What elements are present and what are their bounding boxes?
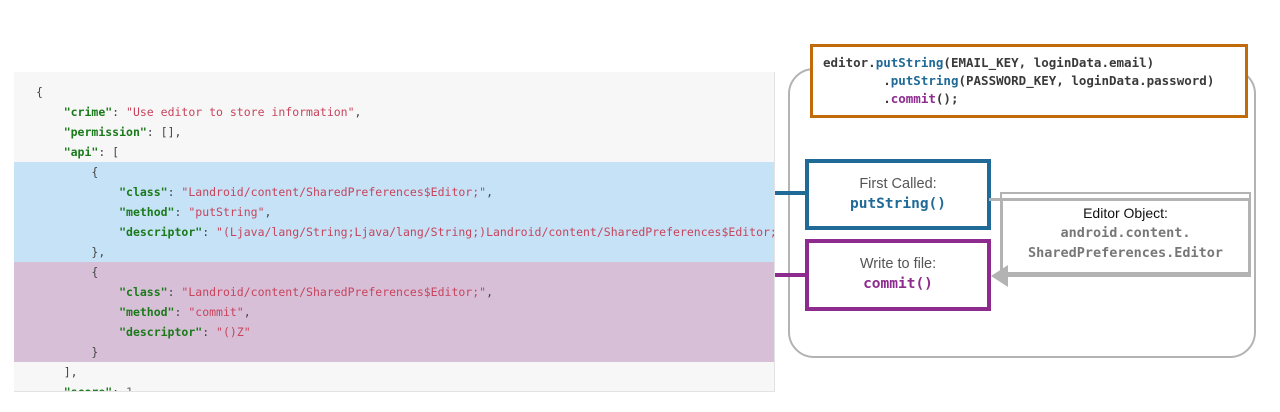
editor-object-title: Editor Object: <box>1083 204 1168 221</box>
code-token: : <box>174 305 189 319</box>
code-token: : <box>112 385 127 392</box>
code-line1-prefix: editor. <box>823 55 876 70</box>
code-token: { <box>91 265 99 279</box>
code-token: "Landroid/content/SharedPreferences$Edit… <box>181 285 487 299</box>
code-token: "score" <box>63 385 113 392</box>
code-token: "putString" <box>188 205 265 219</box>
code-token: "method" <box>119 305 175 319</box>
code-line1-method: putString <box>875 55 944 70</box>
code-snippet-line-3: .commit(); <box>823 90 958 108</box>
write-to-file-method: commit() <box>863 276 933 292</box>
code-snippet-line-1: editor.putString(EMAIL_KEY, loginData.em… <box>823 54 1154 72</box>
connector-editor-object-top-right <box>1000 198 1251 201</box>
connector-editor-object-right-vertical <box>1248 198 1251 276</box>
code-token: , <box>486 285 493 299</box>
code-line: "class": "Landroid/content/SharedPrefere… <box>14 282 774 302</box>
code-lines-container: { "crime": "Use editor to store informat… <box>14 82 774 392</box>
code-token: "(Ljava/lang/String;Ljava/lang/String;)L… <box>216 225 775 239</box>
code-line: "method": "putString", <box>14 202 774 222</box>
editor-object-label-box: Editor Object: android.content. SharedPr… <box>1000 192 1251 274</box>
code-token: : <box>167 285 182 299</box>
editor-object-class: SharedPreferences.Editor <box>1027 244 1224 261</box>
code-token: : [ <box>98 145 120 159</box>
code-token: "api" <box>63 145 99 159</box>
first-called-method: putString() <box>849 195 947 212</box>
first-called-box: First Called: putString() <box>805 159 991 230</box>
code-line: ], <box>14 362 774 382</box>
code-line1-args: (EMAIL_KEY, loginData.email) <box>943 55 1155 70</box>
code-token: "Use editor to store information" <box>126 105 355 119</box>
code-snippet-line-2: .putString(PASSWORD_KEY, loginData.passw… <box>823 72 1214 90</box>
code-token: "commit" <box>188 305 244 319</box>
connector-json-to-write-to-file <box>775 273 809 277</box>
editor-object-package: android.content. <box>1060 224 1191 241</box>
code-line: "crime": "Use editor to store informatio… <box>14 102 774 122</box>
code-token: , <box>354 105 362 119</box>
code-token: ], <box>63 365 78 379</box>
code-token: "class" <box>119 285 168 299</box>
code-line: "descriptor": "()Z" <box>14 322 774 342</box>
code-token: : <box>174 205 189 219</box>
code-line3-method: commit <box>890 91 936 106</box>
code-line2-dot: . <box>823 73 891 88</box>
code-token: }, <box>91 245 106 259</box>
code-line2-args: (PASSWORD_KEY, loginData.password) <box>958 73 1215 88</box>
code-token: : <box>202 325 217 339</box>
code-token: { <box>91 165 99 179</box>
code-line: { <box>14 162 774 182</box>
connector-json-to-first-called <box>775 191 809 195</box>
code-token: : <box>112 105 127 119</box>
write-to-file-title: Write to file: <box>859 256 937 272</box>
code-token: "crime" <box>63 105 113 119</box>
code-token: : <box>202 225 217 239</box>
code-token: { <box>36 85 43 99</box>
code-token: "descriptor" <box>119 225 203 239</box>
connector-editor-object-horizontal-top <box>989 198 1003 201</box>
code-line2-method: putString <box>890 73 959 88</box>
code-token: 1 <box>126 385 133 392</box>
code-token: "permission" <box>63 125 147 139</box>
code-token: , <box>243 305 251 319</box>
code-line: } <box>14 342 774 362</box>
code-line: }, <box>14 242 774 262</box>
source-code-snippet-box: editor.putString(EMAIL_KEY, loginData.em… <box>810 44 1248 118</box>
code-token: "()Z" <box>216 325 251 339</box>
code-line: "permission": [], <box>14 122 774 142</box>
connector-editor-object-horizontal-bottom <box>1000 274 1251 277</box>
connector-editor-object-vertical <box>1000 198 1003 275</box>
code-line: "score": 1, <box>14 382 774 392</box>
json-code-panel: { "crime": "Use editor to store informat… <box>14 72 775 392</box>
code-token: : <box>167 185 182 199</box>
code-token: "class" <box>119 185 168 199</box>
code-token: , <box>264 205 272 219</box>
code-token: , <box>132 385 140 392</box>
code-line3-args: (); <box>935 91 959 106</box>
code-line: "method": "commit", <box>14 302 774 322</box>
code-line: "class": "Landroid/content/SharedPrefere… <box>14 182 774 202</box>
code-line3-dot: . <box>823 91 891 106</box>
code-token: } <box>91 345 99 359</box>
first-called-title: First Called: <box>859 175 937 192</box>
code-line: { <box>14 82 774 102</box>
code-token: : [], <box>146 125 182 139</box>
code-line: "api": [ <box>14 142 774 162</box>
code-token: "descriptor" <box>119 325 203 339</box>
write-to-file-box: Write to file: commit() <box>805 239 991 311</box>
code-token: "Landroid/content/SharedPreferences$Edit… <box>181 185 487 199</box>
code-token: "method" <box>119 205 175 219</box>
code-line: { <box>14 262 774 282</box>
code-token: , <box>486 185 493 199</box>
arrowhead-to-write-to-file <box>991 265 1008 287</box>
code-line: "descriptor": "(Ljava/lang/String;Ljava/… <box>14 222 774 242</box>
